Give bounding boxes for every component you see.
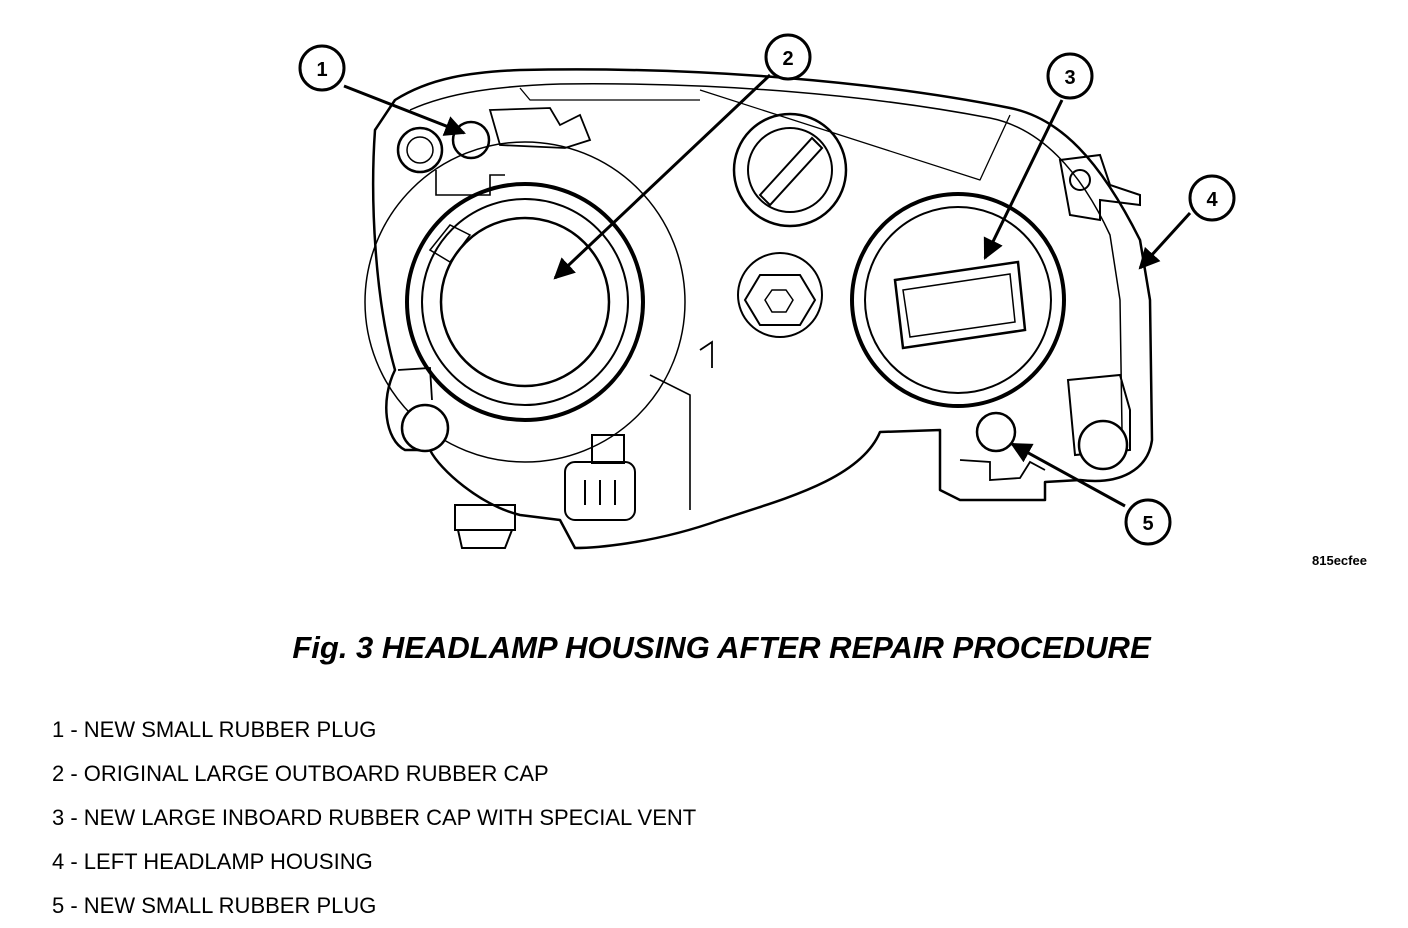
legend-item: 1 - NEW SMALL RUBBER PLUG (52, 717, 377, 742)
legend-item: 4 - LEFT HEADLAMP HOUSING (52, 849, 373, 874)
arrow-5 (1010, 442, 1126, 508)
callout-3: 3 (1046, 52, 1094, 100)
large-outboard-rubber-cap (364, 141, 686, 463)
callout-5: 5 (1124, 498, 1172, 546)
arrow-4 (1138, 211, 1192, 270)
adjuster-dial (699, 112, 848, 368)
small-rubber-plug-upper (396, 107, 592, 196)
right-mount-bracket (1058, 153, 1141, 471)
headlamp-housing-diagram: 1 2 3 4 5 (298, 33, 1236, 550)
figure-caption: Fig. 3 HEADLAMP HOUSING AFTER REPAIR PRO… (292, 630, 1151, 665)
callout-3-number: 3 (1064, 67, 1075, 89)
callout-2-number: 2 (782, 48, 793, 70)
figure-code: 815ecfee (1312, 553, 1367, 568)
legend-item: 5 - NEW SMALL RUBBER PLUG (52, 893, 377, 918)
arrow-2 (553, 73, 772, 280)
callout-5-number: 5 (1142, 513, 1153, 535)
large-inboard-rubber-cap (850, 192, 1066, 408)
headlamp-housing-outline (371, 68, 1154, 550)
small-rubber-plug-lower (959, 411, 1046, 481)
legend-list: 1 - NEW SMALL RUBBER PLUG 2 - ORIGINAL L… (52, 708, 696, 928)
callout-2: 2 (764, 33, 812, 81)
electrical-connector (397, 367, 691, 549)
legend-item: 3 - NEW LARGE INBOARD RUBBER CAP WITH SP… (52, 805, 697, 830)
arrow-1 (343, 84, 466, 136)
legend-item: 2 - ORIGINAL LARGE OUTBOARD RUBBER CAP (52, 761, 549, 786)
arrow-3 (983, 99, 1064, 260)
callout-4-number: 4 (1206, 189, 1218, 211)
callout-4: 4 (1188, 174, 1236, 222)
callout-1-number: 1 (316, 59, 327, 81)
callout-1: 1 (298, 44, 346, 92)
leader-arrows (343, 73, 1192, 508)
